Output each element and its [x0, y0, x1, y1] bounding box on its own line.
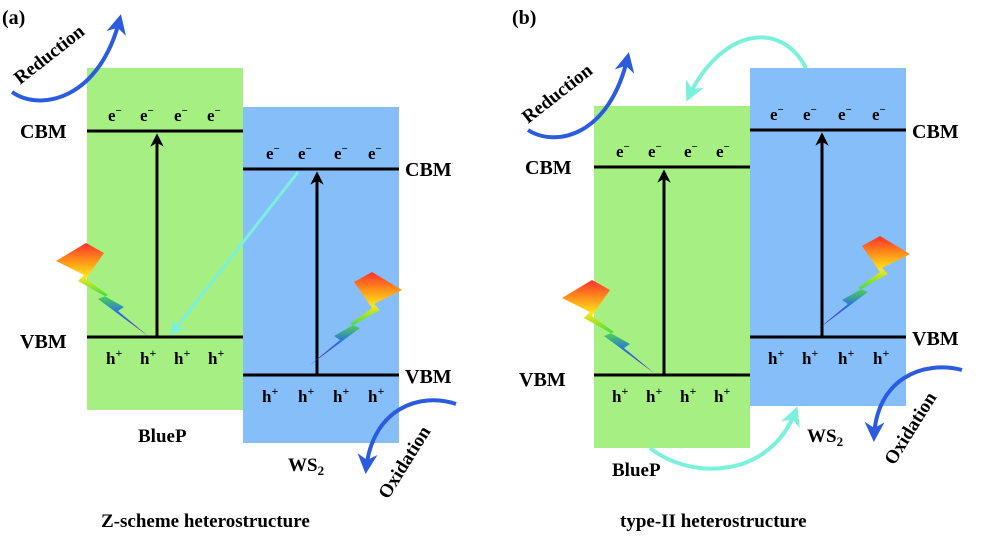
electron: e−	[108, 105, 122, 125]
electron: e−	[298, 143, 312, 163]
charge-transfer-arrow-icon	[170, 171, 300, 336]
hole: h+	[140, 346, 156, 368]
curved-arrow-icon	[10, 14, 126, 103]
electron: e−	[838, 104, 852, 124]
ws2-electrons: e− e− e− e−	[770, 104, 886, 124]
lightning-bolt-icon	[818, 236, 910, 329]
hole: h+	[208, 346, 224, 368]
electron: e−	[716, 141, 730, 161]
lightning-bolt-icon	[56, 243, 148, 336]
bluep-vbm-label: VBM	[519, 369, 566, 391]
ws2-electrons: e− e− e− e−	[266, 143, 382, 163]
hole: h+	[768, 346, 784, 368]
curved-arrow-icon	[864, 365, 963, 442]
panel-b: (b) CBM VBM CBM VBM e− e− e− e− e− e− e−…	[512, 7, 963, 532]
electron: e−	[140, 105, 154, 125]
bluep-electrons: e− e− e− e−	[616, 141, 730, 161]
electron: e−	[334, 143, 348, 163]
bluep-label: BlueP	[612, 460, 661, 481]
reduction-label: Reduction	[518, 60, 597, 128]
bluep-vbm-label: VBM	[20, 331, 67, 353]
ws2-cbm-label: CBM	[405, 159, 452, 181]
lightning-bolt-icon	[562, 280, 654, 373]
ws2-vbm-label: VBM	[405, 366, 452, 388]
panel-b-caption: type-II heterostructure	[620, 511, 807, 532]
bluep-holes: h+ h+ h+ h+	[106, 346, 224, 368]
electron: e−	[616, 141, 630, 161]
ws2-holes: h+ h+ h+ h+	[768, 346, 889, 368]
hole: h+	[174, 346, 190, 368]
ws2-label: WS2	[288, 455, 324, 478]
ws2-vbm-label: VBM	[912, 328, 959, 350]
hole: h+	[106, 346, 122, 368]
electron: e−	[368, 143, 382, 163]
electron: e−	[684, 141, 698, 161]
bluep-electrons: e− e− e− e−	[108, 105, 221, 125]
electron: e−	[174, 105, 188, 125]
electron: e−	[648, 141, 662, 161]
hole: h+	[838, 346, 854, 368]
electron: e−	[770, 104, 784, 124]
electron: e−	[803, 104, 817, 124]
hole: h+	[680, 384, 696, 406]
panel-b-label: (b)	[512, 7, 536, 29]
ws2-holes: h+ h+ h+ h+	[262, 384, 384, 406]
hole: h+	[333, 384, 349, 406]
hole: h+	[368, 384, 384, 406]
curved-arrow-icon	[357, 398, 457, 474]
panel-a: (a) CBM VBM CBM VBM e− e− e− e− e− e− e−…	[2, 7, 457, 532]
hole: h+	[646, 384, 662, 406]
charge-transfer-arrow-icon	[648, 406, 800, 471]
electron: e−	[266, 143, 280, 163]
lightning-bolt-icon	[310, 272, 402, 365]
bluep-cbm-label: CBM	[525, 157, 572, 179]
bluep-region	[594, 106, 750, 448]
reduction-label: Reduction	[10, 21, 89, 89]
hole: h+	[612, 384, 628, 406]
hole: h+	[262, 384, 278, 406]
hole: h+	[714, 384, 730, 406]
curved-arrow-icon	[526, 52, 635, 140]
bluep-holes: h+ h+ h+ h+	[612, 384, 730, 406]
panel-a-label: (a)	[2, 7, 25, 29]
bluep-label: BlueP	[138, 426, 187, 447]
hole: h+	[802, 346, 818, 368]
bluep-region	[87, 68, 243, 410]
charge-transfer-arrow-icon	[685, 35, 808, 102]
ws2-cbm-label: CBM	[912, 121, 959, 143]
electron: e−	[872, 104, 886, 124]
electron: e−	[207, 105, 221, 125]
hole: h+	[873, 346, 889, 368]
panel-a-caption: Z-scheme heterostructure	[101, 511, 310, 532]
ws2-label: WS2	[807, 426, 843, 449]
bluep-cbm-label: CBM	[20, 121, 67, 143]
hole: h+	[298, 384, 314, 406]
